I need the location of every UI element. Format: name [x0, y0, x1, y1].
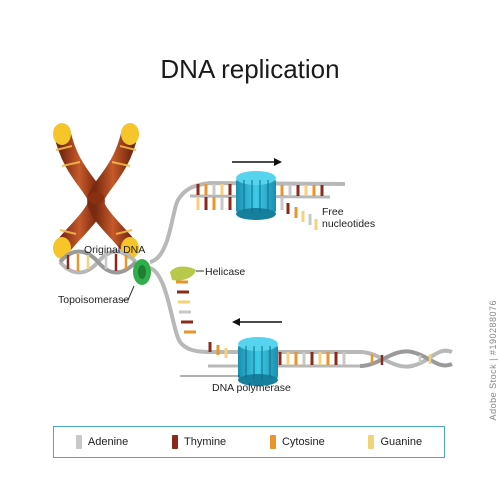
dna-polymerase-label: DNA polymerase [212, 382, 291, 394]
topoisomerase-label: Topoisomerase [58, 294, 130, 306]
legend-label: Guanine [380, 436, 423, 448]
legend-label: Cytosine [281, 436, 325, 448]
free-nucleotides-label-line2: nucleotides [322, 218, 376, 230]
legend-label: Adenine [87, 436, 129, 448]
legend-item-guanine: Guanine [368, 435, 422, 449]
legend-item-thymine: Thymine [172, 435, 226, 449]
lower-strand [148, 266, 360, 368]
upper-strand [149, 180, 346, 264]
free-nucleotides [286, 203, 318, 230]
dna-polymerase-upper [236, 171, 276, 220]
original-dna-label: Original DNA [84, 244, 146, 256]
topoisomerase-icon [122, 259, 151, 301]
cytosine-swatch [269, 435, 276, 449]
base-legend: Adenine Thymine Cytosine Guanine [53, 426, 445, 458]
dna-polymerase-lower [238, 337, 278, 386]
adenine-swatch [75, 435, 82, 449]
helicase-label: Helicase [205, 266, 246, 278]
legend-item-cytosine: Cytosine [269, 435, 325, 449]
original-dna-helix [58, 249, 138, 275]
free-nucleotides-label-line1: Free [322, 206, 344, 218]
legend-item-adenine: Adenine [75, 435, 129, 449]
new-dna-helix [359, 348, 453, 369]
thymine-swatch [172, 435, 178, 449]
page-title: DNA replication [160, 54, 340, 84]
watermark: Adobe Stock | #190288076 [488, 300, 498, 421]
guanine-swatch [368, 435, 375, 449]
legend-label: Thymine [184, 436, 227, 448]
helicase-icon [170, 266, 204, 281]
chromosome-icon [53, 123, 139, 259]
direction-arrow-right-icon [232, 158, 282, 166]
direction-arrow-left-icon [232, 318, 282, 326]
